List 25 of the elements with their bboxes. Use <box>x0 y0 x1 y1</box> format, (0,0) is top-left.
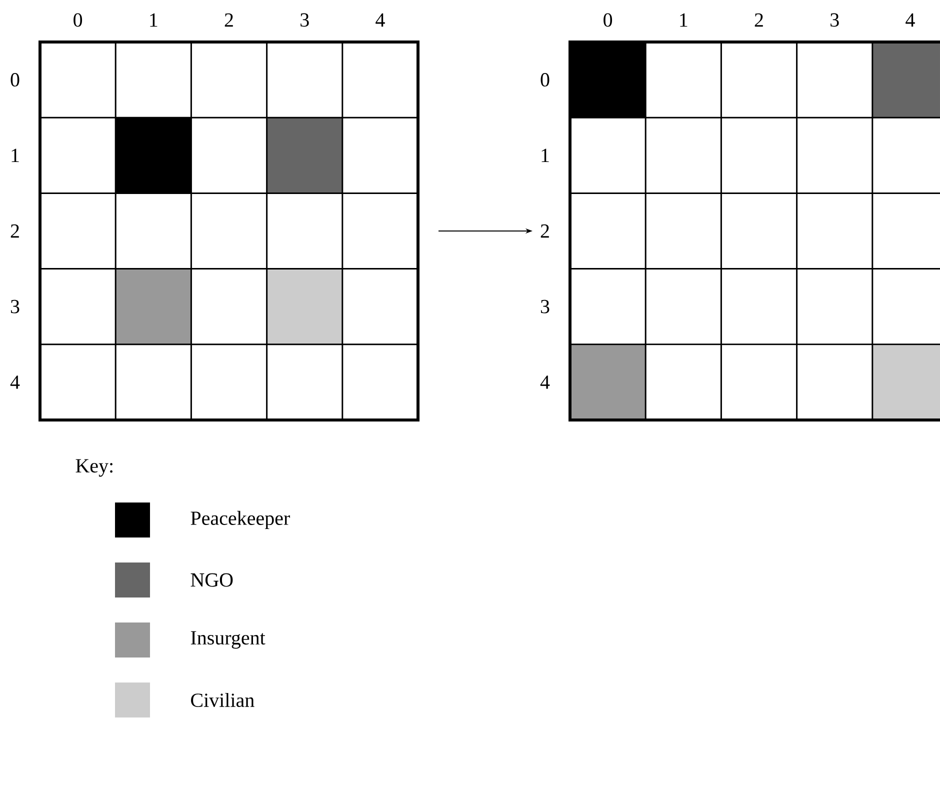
column-number: 4 <box>376 13 385 27</box>
legend-label: Civilian <box>191 692 254 708</box>
column-number: 0 <box>74 13 82 27</box>
row-number: 2 <box>10 224 19 238</box>
column-number: 3 <box>300 13 309 27</box>
column-number: 3 <box>830 13 839 27</box>
row-number: 0 <box>10 73 20 87</box>
row-number: 1 <box>12 148 19 162</box>
key-heading: Key: <box>76 459 112 477</box>
row-number: 1 <box>542 148 549 162</box>
column-number: 2 <box>224 13 233 27</box>
row-number: 3 <box>10 300 20 314</box>
column-number: 0 <box>604 13 612 27</box>
column-number: 4 <box>906 13 915 27</box>
legend-label: Peacekeeper <box>190 510 290 530</box>
row-number: 4 <box>10 376 20 389</box>
row-number: 4 <box>540 376 550 389</box>
legend-label: Insurgent <box>190 631 266 649</box>
column-number: 1 <box>680 13 688 27</box>
legend-label: NGO <box>190 573 233 587</box>
row-number: 2 <box>540 224 549 238</box>
column-number: 2 <box>754 13 763 27</box>
row-number: 3 <box>540 300 550 314</box>
column-number: 1 <box>150 13 158 27</box>
row-number: 0 <box>540 73 550 87</box>
